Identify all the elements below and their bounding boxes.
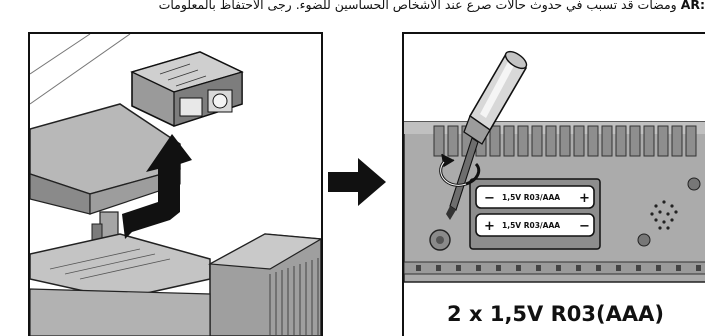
svg-text:−: − — [579, 219, 590, 234]
battery-cover — [132, 52, 242, 126]
svg-text:+: + — [579, 191, 590, 206]
battery-top-label: 1,5V R03/AAA — [502, 193, 560, 202]
next-step-arrow-icon — [328, 158, 386, 206]
step-insert-batteries-panel: − 1,5V R03/AAA + + 1,5V R03/AAA − 2 — [402, 32, 705, 336]
battery-compartment-illustration: − 1,5V R03/AAA + + 1,5V R03/AAA − — [404, 34, 705, 336]
language-code: AR: — [681, 0, 705, 12]
battery-top: − 1,5V R03/AAA + — [476, 186, 594, 208]
battery-bottom-label: 1,5V R03/AAA — [502, 221, 560, 230]
battery-spec-caption: 2 x 1,5V R03(AAA) — [404, 302, 705, 326]
step-remove-cover-panel — [28, 32, 323, 336]
remove-cover-illustration — [30, 34, 321, 336]
warning-text: ومضات قد تسبب في حدوث حالات صرع عند الأش… — [0, 0, 705, 13]
battery-bottom: + 1,5V R03/AAA − — [476, 214, 594, 236]
svg-text:+: + — [484, 219, 495, 234]
warning-arabic-text: ومضات قد تسبب في حدوث حالات صرع عند الأش… — [159, 0, 677, 12]
svg-text:−: − — [484, 191, 495, 206]
